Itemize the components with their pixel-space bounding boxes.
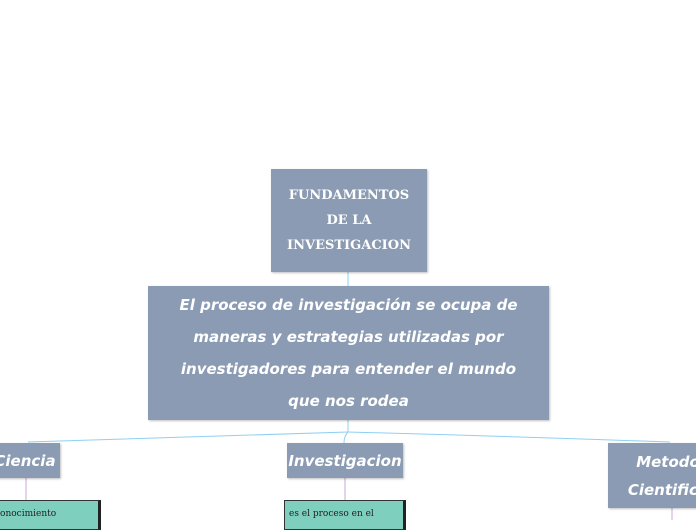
branch-ciencia[interactable]: Ciencia — [0, 443, 60, 478]
branch-label: Ciencia — [0, 451, 56, 470]
main-text: El proceso de investigación se ocupa de … — [179, 296, 518, 410]
main-node[interactable]: El proceso de investigación se ocupa de … — [148, 286, 549, 420]
root-title: FUNDAMENTOS DE LA INVESTIGACION — [287, 188, 411, 253]
leaf-text: es el proceso en el — [289, 509, 374, 519]
leaf-text: conocimiento — [0, 509, 57, 519]
leaf-investigacion[interactable]: es el proceso en el — [284, 500, 406, 530]
leaf-ciencia[interactable]: conocimiento — [0, 500, 101, 530]
branch-investigacion[interactable]: Investigacion — [287, 443, 403, 478]
root-node[interactable]: FUNDAMENTOS DE LA INVESTIGACION — [271, 169, 427, 272]
branch-label: Investigacion — [288, 451, 402, 470]
